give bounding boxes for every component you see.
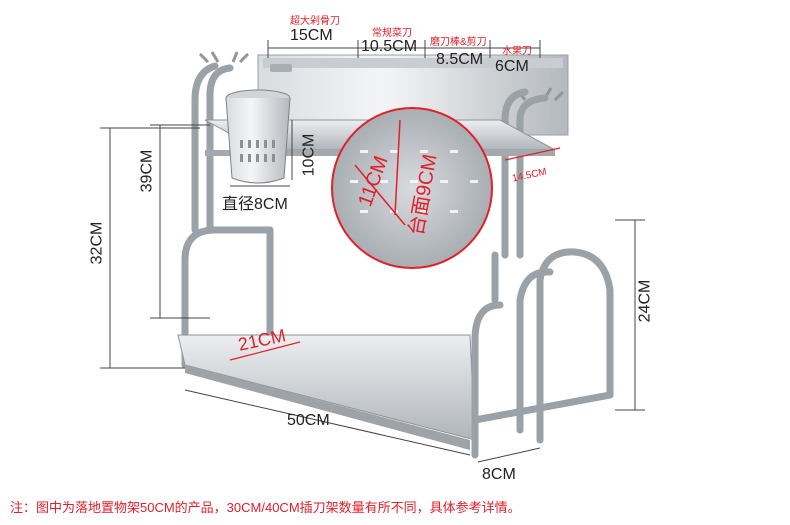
width-label: 8.5CM: [436, 51, 484, 68]
zoom-inset: [331, 107, 493, 269]
width-label: 10.5CM: [361, 38, 418, 55]
knife-type-label: 水果刀: [502, 46, 532, 57]
knife-type-label: 常规菜刀: [372, 28, 412, 39]
board-width-label: 8CM: [482, 466, 516, 483]
board-height-label: 24CM: [636, 279, 654, 323]
footnote: 注：图中为落地置物架50CM的产品，30CM/40CM插刀架数量有所不同，具体参…: [10, 500, 521, 515]
knife-type-label: 超大剁骨刀: [290, 16, 340, 27]
board-holder: [471, 248, 614, 459]
height-upper-label: 39CM: [138, 149, 156, 193]
lower-tray: [177, 334, 476, 450]
length-label: 50CM: [287, 412, 330, 429]
cup-diameter-label: 直径8CM: [222, 196, 288, 213]
knife-type-label: 磨刀棒&剪刀: [430, 37, 487, 48]
utensil-cup: [225, 89, 291, 184]
cup-height-label: 10CM: [300, 133, 318, 177]
dimension-lines: [100, 40, 645, 463]
height-lower-label: 32CM: [88, 221, 106, 265]
rack-frame: [181, 62, 549, 369]
width-label: 15CM: [290, 27, 333, 44]
width-label: 6CM: [495, 58, 529, 75]
